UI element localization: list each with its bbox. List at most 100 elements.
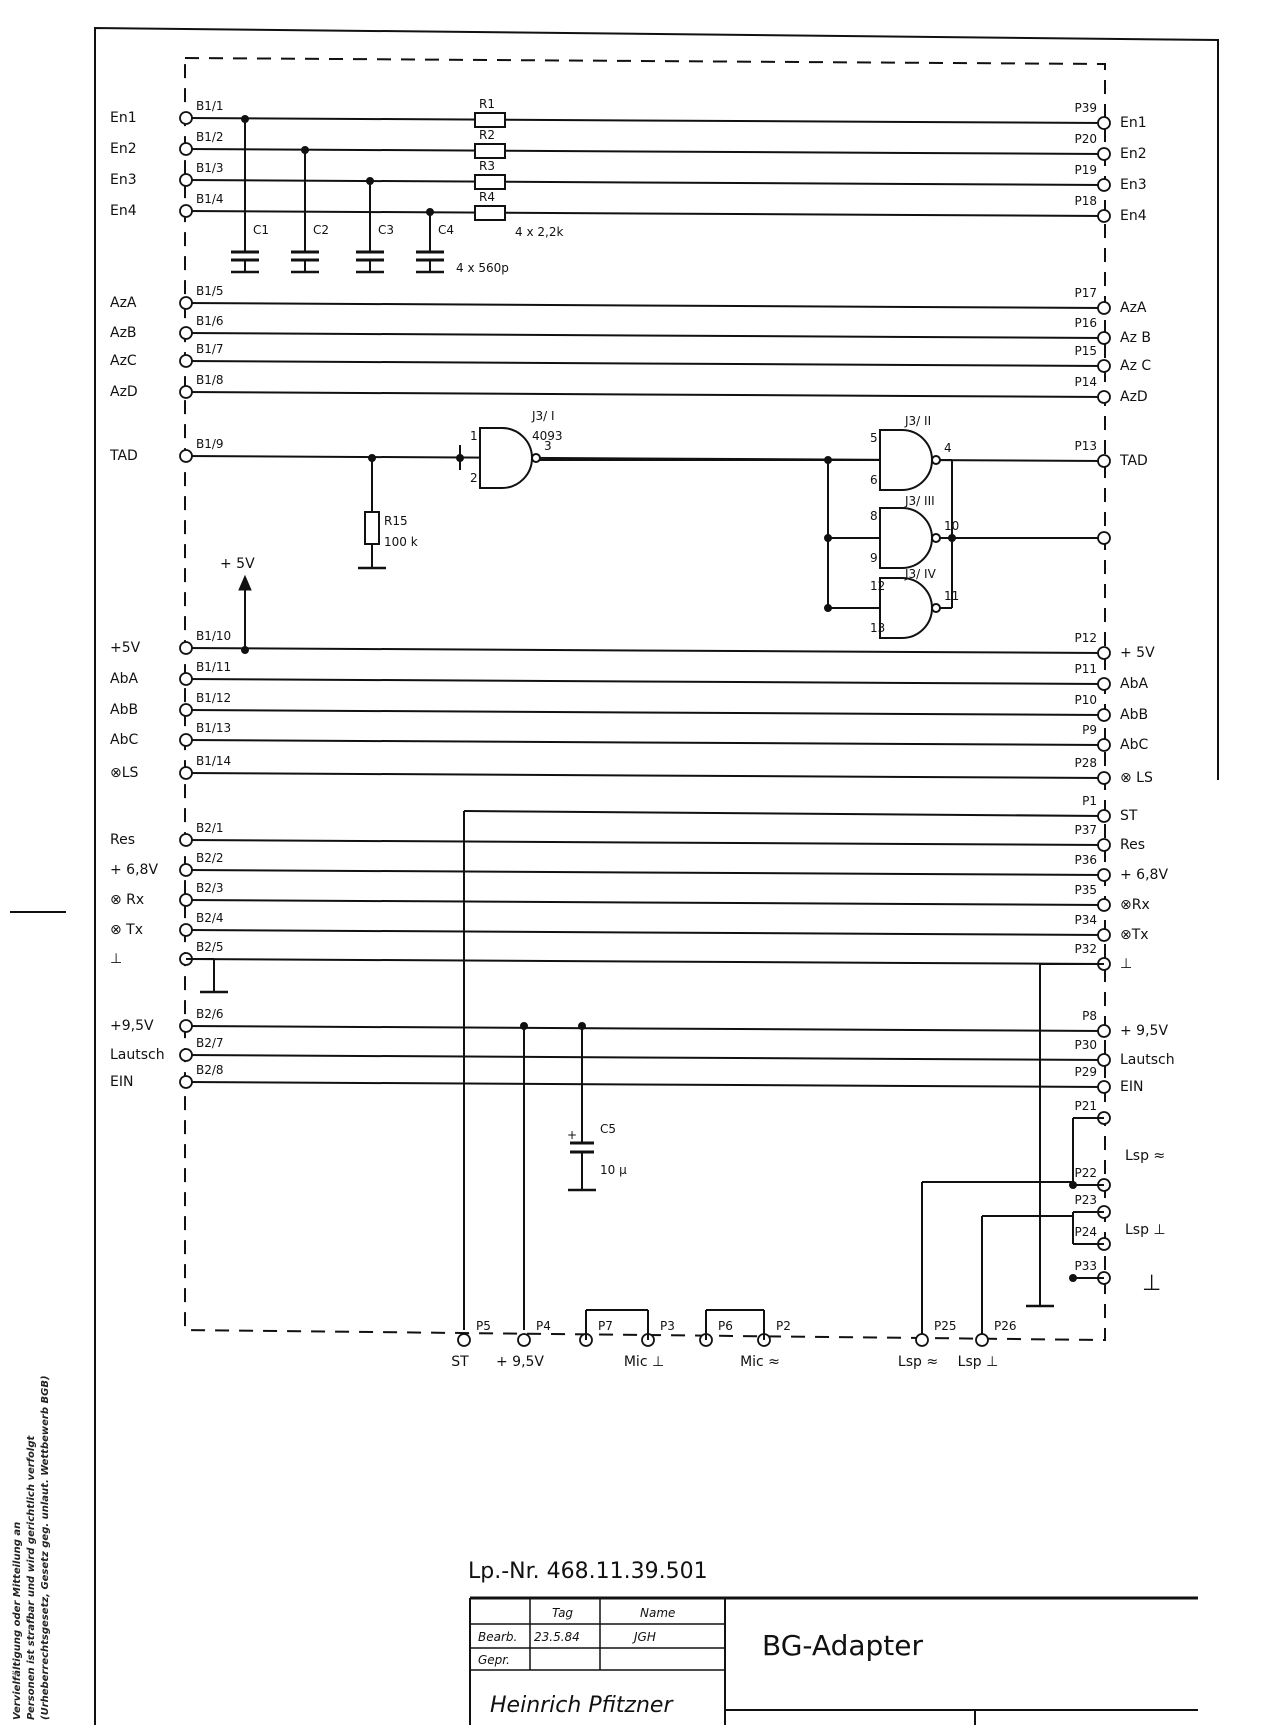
connector-left-13 bbox=[179, 733, 193, 747]
connector-left-8 bbox=[179, 385, 193, 399]
pin-label-B1-8: B1/8 bbox=[196, 373, 224, 387]
pin-label-p22: P22 bbox=[1074, 1166, 1097, 1180]
pin-label-B1-3: B1/3 bbox=[196, 161, 224, 175]
tb-company: Heinrich Pfitzner bbox=[490, 1693, 674, 1718]
pin-label-P14: P14 bbox=[1074, 375, 1097, 389]
pin-label-B1-11: B1/11 bbox=[196, 660, 231, 674]
tb-row-bearb: Bearb. bbox=[478, 1630, 517, 1644]
lsp-wave-label: Lsp ≈ bbox=[1125, 1148, 1165, 1164]
right-label-19: ⊗Tx bbox=[1120, 927, 1149, 943]
connector-right-13 bbox=[1097, 738, 1111, 752]
bottom-label-P4: + 9,5V bbox=[496, 1354, 544, 1370]
cap-label-c3: C3 bbox=[378, 223, 394, 237]
pin-label-B2-6: B2/6 bbox=[196, 1007, 224, 1021]
gate-j3-3-pin-in1: 8 bbox=[870, 509, 878, 523]
connector-right-10 bbox=[1097, 646, 1111, 660]
pin-label-B1-14: B1/14 bbox=[196, 754, 231, 768]
connector-right-12 bbox=[1097, 708, 1111, 722]
connector-left-2 bbox=[179, 142, 193, 156]
pin-label-p23: P23 bbox=[1074, 1193, 1097, 1207]
pin-label-p21: P21 bbox=[1074, 1099, 1097, 1113]
net-line-19 bbox=[185, 929, 1105, 936]
tb-row-gepr: Gepr. bbox=[478, 1653, 510, 1667]
connector-right-7 bbox=[1097, 359, 1111, 373]
connector-right-14 bbox=[1097, 771, 1111, 785]
pin-label-P13: P13 bbox=[1074, 439, 1097, 453]
connector-right-15 bbox=[1097, 809, 1111, 823]
title-block: Tag Name Bearb. 23.5.84 JGH Gepr. Heinri… bbox=[469, 1596, 1198, 1725]
bottom-connector-P5 bbox=[457, 1333, 471, 1347]
copyright-notice: Vervielfältigung oder Mitteilung an Pers… bbox=[12, 1375, 51, 1720]
pin-label-B2-4: B2/4 bbox=[196, 911, 224, 925]
pin-label-P37: P37 bbox=[1074, 823, 1097, 837]
gate-j3-4-pin-in1: 12 bbox=[870, 579, 885, 593]
bottom-pin-label-P25: P25 bbox=[934, 1319, 957, 1333]
pin-label-P29: P29 bbox=[1074, 1065, 1097, 1079]
pin-label-P9: P9 bbox=[1082, 723, 1097, 737]
left-label-11: AbA bbox=[110, 671, 138, 687]
connector-right-11 bbox=[1097, 677, 1111, 691]
pin-label-B1-1: B1/1 bbox=[196, 99, 224, 113]
left-label-8: AzD bbox=[110, 384, 138, 400]
connector-left-16 bbox=[179, 833, 193, 847]
right-label-11: AbA bbox=[1120, 676, 1148, 692]
g1-input-junction bbox=[456, 454, 464, 462]
bottom-connector-P26 bbox=[975, 1333, 989, 1347]
drawing-frame bbox=[94, 26, 1219, 1725]
pin-label-P8: P8 bbox=[1082, 1009, 1097, 1023]
net-line-14 bbox=[185, 772, 1105, 779]
connector-left-17 bbox=[179, 863, 193, 877]
gate-j3-3 bbox=[879, 507, 933, 569]
connector-right-3 bbox=[1097, 178, 1111, 192]
tb-title: BG-Adapter bbox=[762, 1629, 923, 1662]
tb-bearb-name: JGH bbox=[632, 1630, 656, 1644]
connector-right-6 bbox=[1097, 331, 1111, 345]
bottom-pin-label-P4: P4 bbox=[536, 1319, 551, 1333]
left-label-6: AzB bbox=[110, 325, 137, 341]
copyright-line-2: Personen ist strafbar und wird gerichtli… bbox=[26, 1435, 37, 1720]
resistor-r1 bbox=[474, 112, 506, 128]
bottom-pin-label-P26: P26 bbox=[994, 1319, 1017, 1333]
pin-label-P20: P20 bbox=[1074, 132, 1097, 146]
left-label-16: Res bbox=[110, 832, 135, 848]
pin-label-p24: P24 bbox=[1074, 1225, 1097, 1239]
speaker-ground-label: ⊥ bbox=[1142, 1271, 1161, 1296]
gate-j3-3-bubble bbox=[931, 533, 941, 543]
pin-label-P1: P1 bbox=[1082, 794, 1097, 808]
connector-right-1 bbox=[1097, 116, 1111, 130]
right-label-9: TAD bbox=[1119, 453, 1148, 469]
connector-right-18 bbox=[1097, 898, 1111, 912]
r15-label: R15 bbox=[384, 514, 408, 528]
left-label-23: EIN bbox=[110, 1074, 133, 1090]
bottom-pin-label-P5: P5 bbox=[476, 1319, 491, 1333]
left-label-4: En4 bbox=[110, 203, 137, 219]
pin-label-B2-1: B2/1 bbox=[196, 821, 224, 835]
gate-j3-2-pin-out: 4 bbox=[944, 441, 952, 455]
net-line-3 bbox=[185, 179, 1105, 186]
net-line-10 bbox=[185, 647, 1105, 654]
resistor-r15 bbox=[364, 511, 380, 545]
resistor-label-r2: R2 bbox=[479, 128, 495, 142]
gates-bus-junction-2 bbox=[824, 604, 832, 612]
connector-left-11 bbox=[179, 672, 193, 686]
pin-label-B2-7: B2/7 bbox=[196, 1036, 224, 1050]
gate-j3-4-pin-in2: 13 bbox=[870, 621, 885, 635]
connector-left-21 bbox=[179, 1019, 193, 1033]
resistor-value: 4 x 2,2k bbox=[515, 225, 563, 239]
connector-right-22 bbox=[1097, 1053, 1111, 1067]
connector-left-12 bbox=[179, 703, 193, 717]
gates-bus-junction-1 bbox=[824, 534, 832, 542]
right-label-2: En2 bbox=[1120, 146, 1147, 162]
pin-label-B1-9: B1/9 bbox=[196, 437, 224, 451]
connector-right-2 bbox=[1097, 147, 1111, 161]
pin-label-P30: P30 bbox=[1074, 1038, 1097, 1052]
right-label-18: ⊗Rx bbox=[1120, 897, 1150, 913]
pin-label-B1-4: B1/4 bbox=[196, 192, 224, 206]
pin-label-P11: P11 bbox=[1074, 662, 1097, 676]
connector-left-3 bbox=[179, 173, 193, 187]
right-label-17: + 6,8V bbox=[1120, 867, 1168, 883]
pin-label-P32: P32 bbox=[1074, 942, 1097, 956]
left-label-13: AbC bbox=[110, 732, 138, 748]
bottom-label-P2: Mic ≈ bbox=[740, 1354, 780, 1370]
right-label-10: + 5V bbox=[1120, 645, 1155, 661]
